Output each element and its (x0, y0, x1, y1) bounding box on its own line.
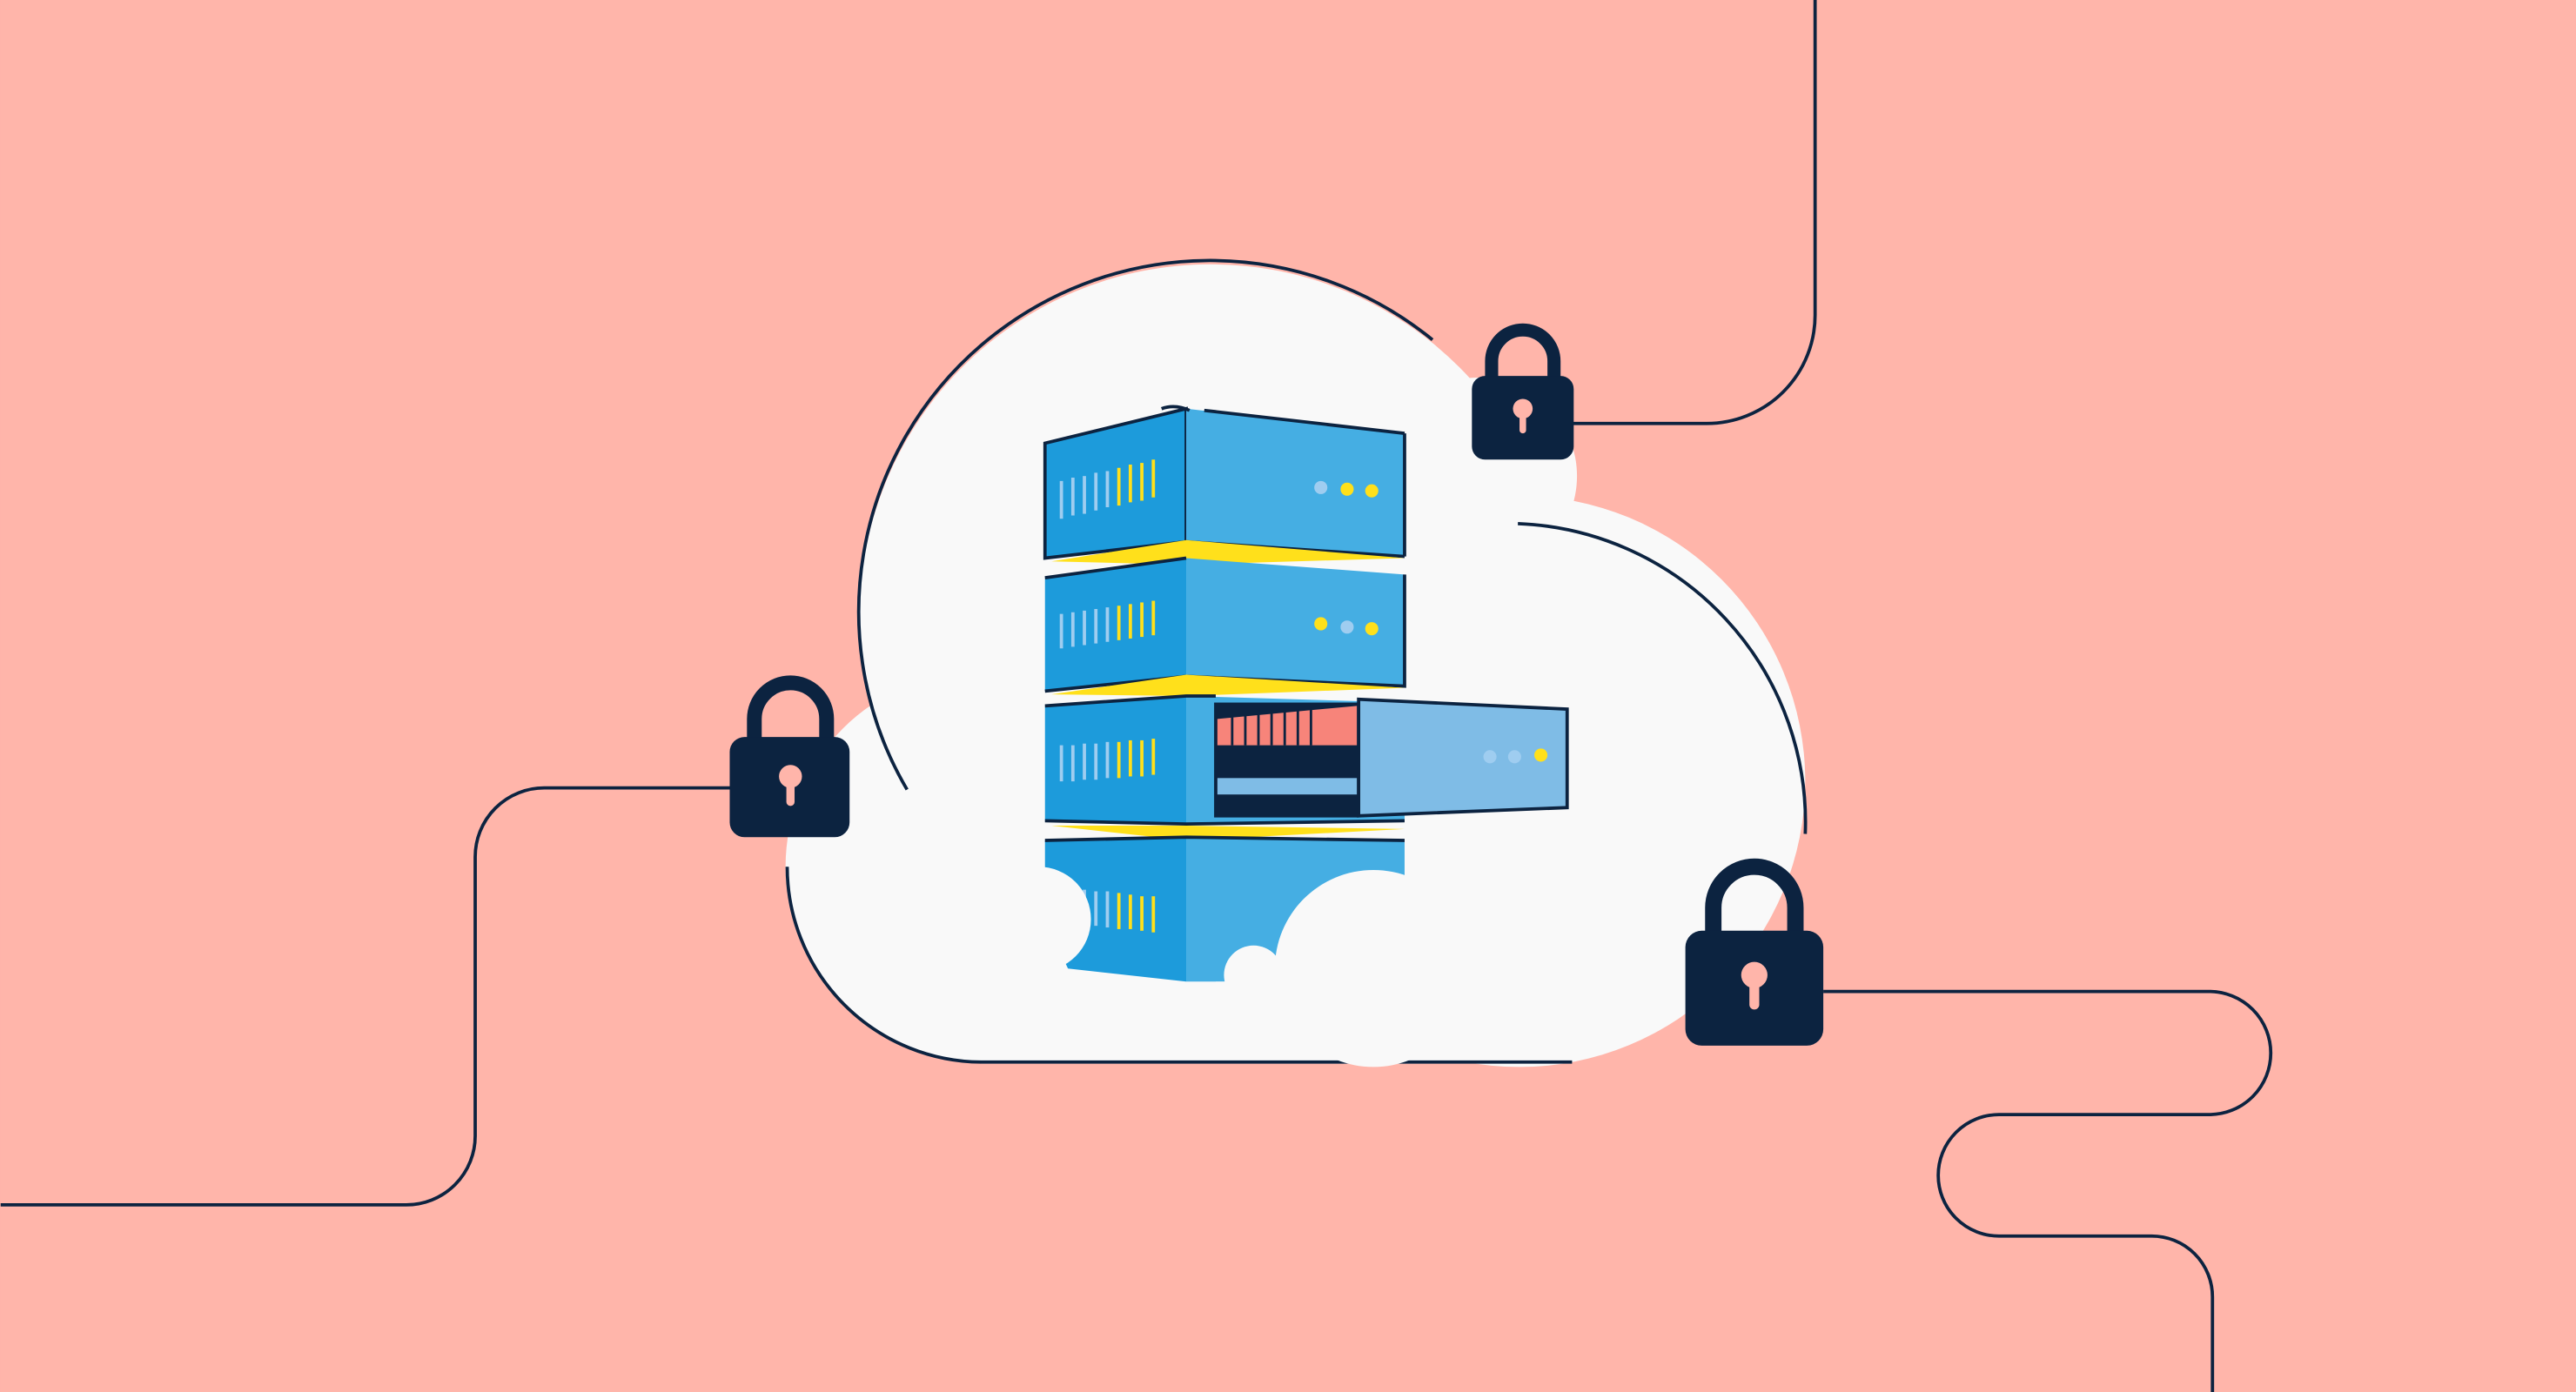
wire-right-icon (1823, 989, 2273, 1392)
drive-bay (1214, 702, 1359, 818)
status-led (1340, 620, 1354, 634)
server-unit-1 (1043, 405, 1406, 566)
wire-top-icon (1572, 0, 1817, 425)
padlock-icon (1685, 858, 1824, 1046)
padlock-left (729, 675, 850, 838)
connector-lines (0, 0, 2273, 1392)
status-led (1365, 622, 1379, 636)
status-led (1507, 750, 1521, 764)
vent-lines (1059, 739, 1156, 782)
drawer-panel (1357, 697, 1569, 818)
server-unit-4 (985, 835, 1545, 1067)
cloud-outline (785, 258, 1808, 1064)
status-led (1365, 484, 1379, 498)
padlock-top (1472, 323, 1574, 460)
vent-lines (1059, 459, 1156, 519)
cloud-puff-icon (985, 867, 1545, 1067)
status-led (1483, 750, 1497, 764)
padlock-right (1685, 858, 1824, 1046)
server-unit-2 (1044, 556, 1406, 696)
padlock-icon (1472, 323, 1574, 460)
server-unit-3 (1044, 694, 1569, 841)
status-led (1314, 480, 1328, 494)
vent-lines (1059, 600, 1156, 649)
server-stack (985, 405, 1569, 1067)
wire-left-icon (0, 786, 732, 1207)
status-led (1314, 617, 1328, 631)
padlock-icon (729, 675, 850, 838)
status-led (1340, 482, 1354, 496)
status-led (1534, 748, 1548, 762)
